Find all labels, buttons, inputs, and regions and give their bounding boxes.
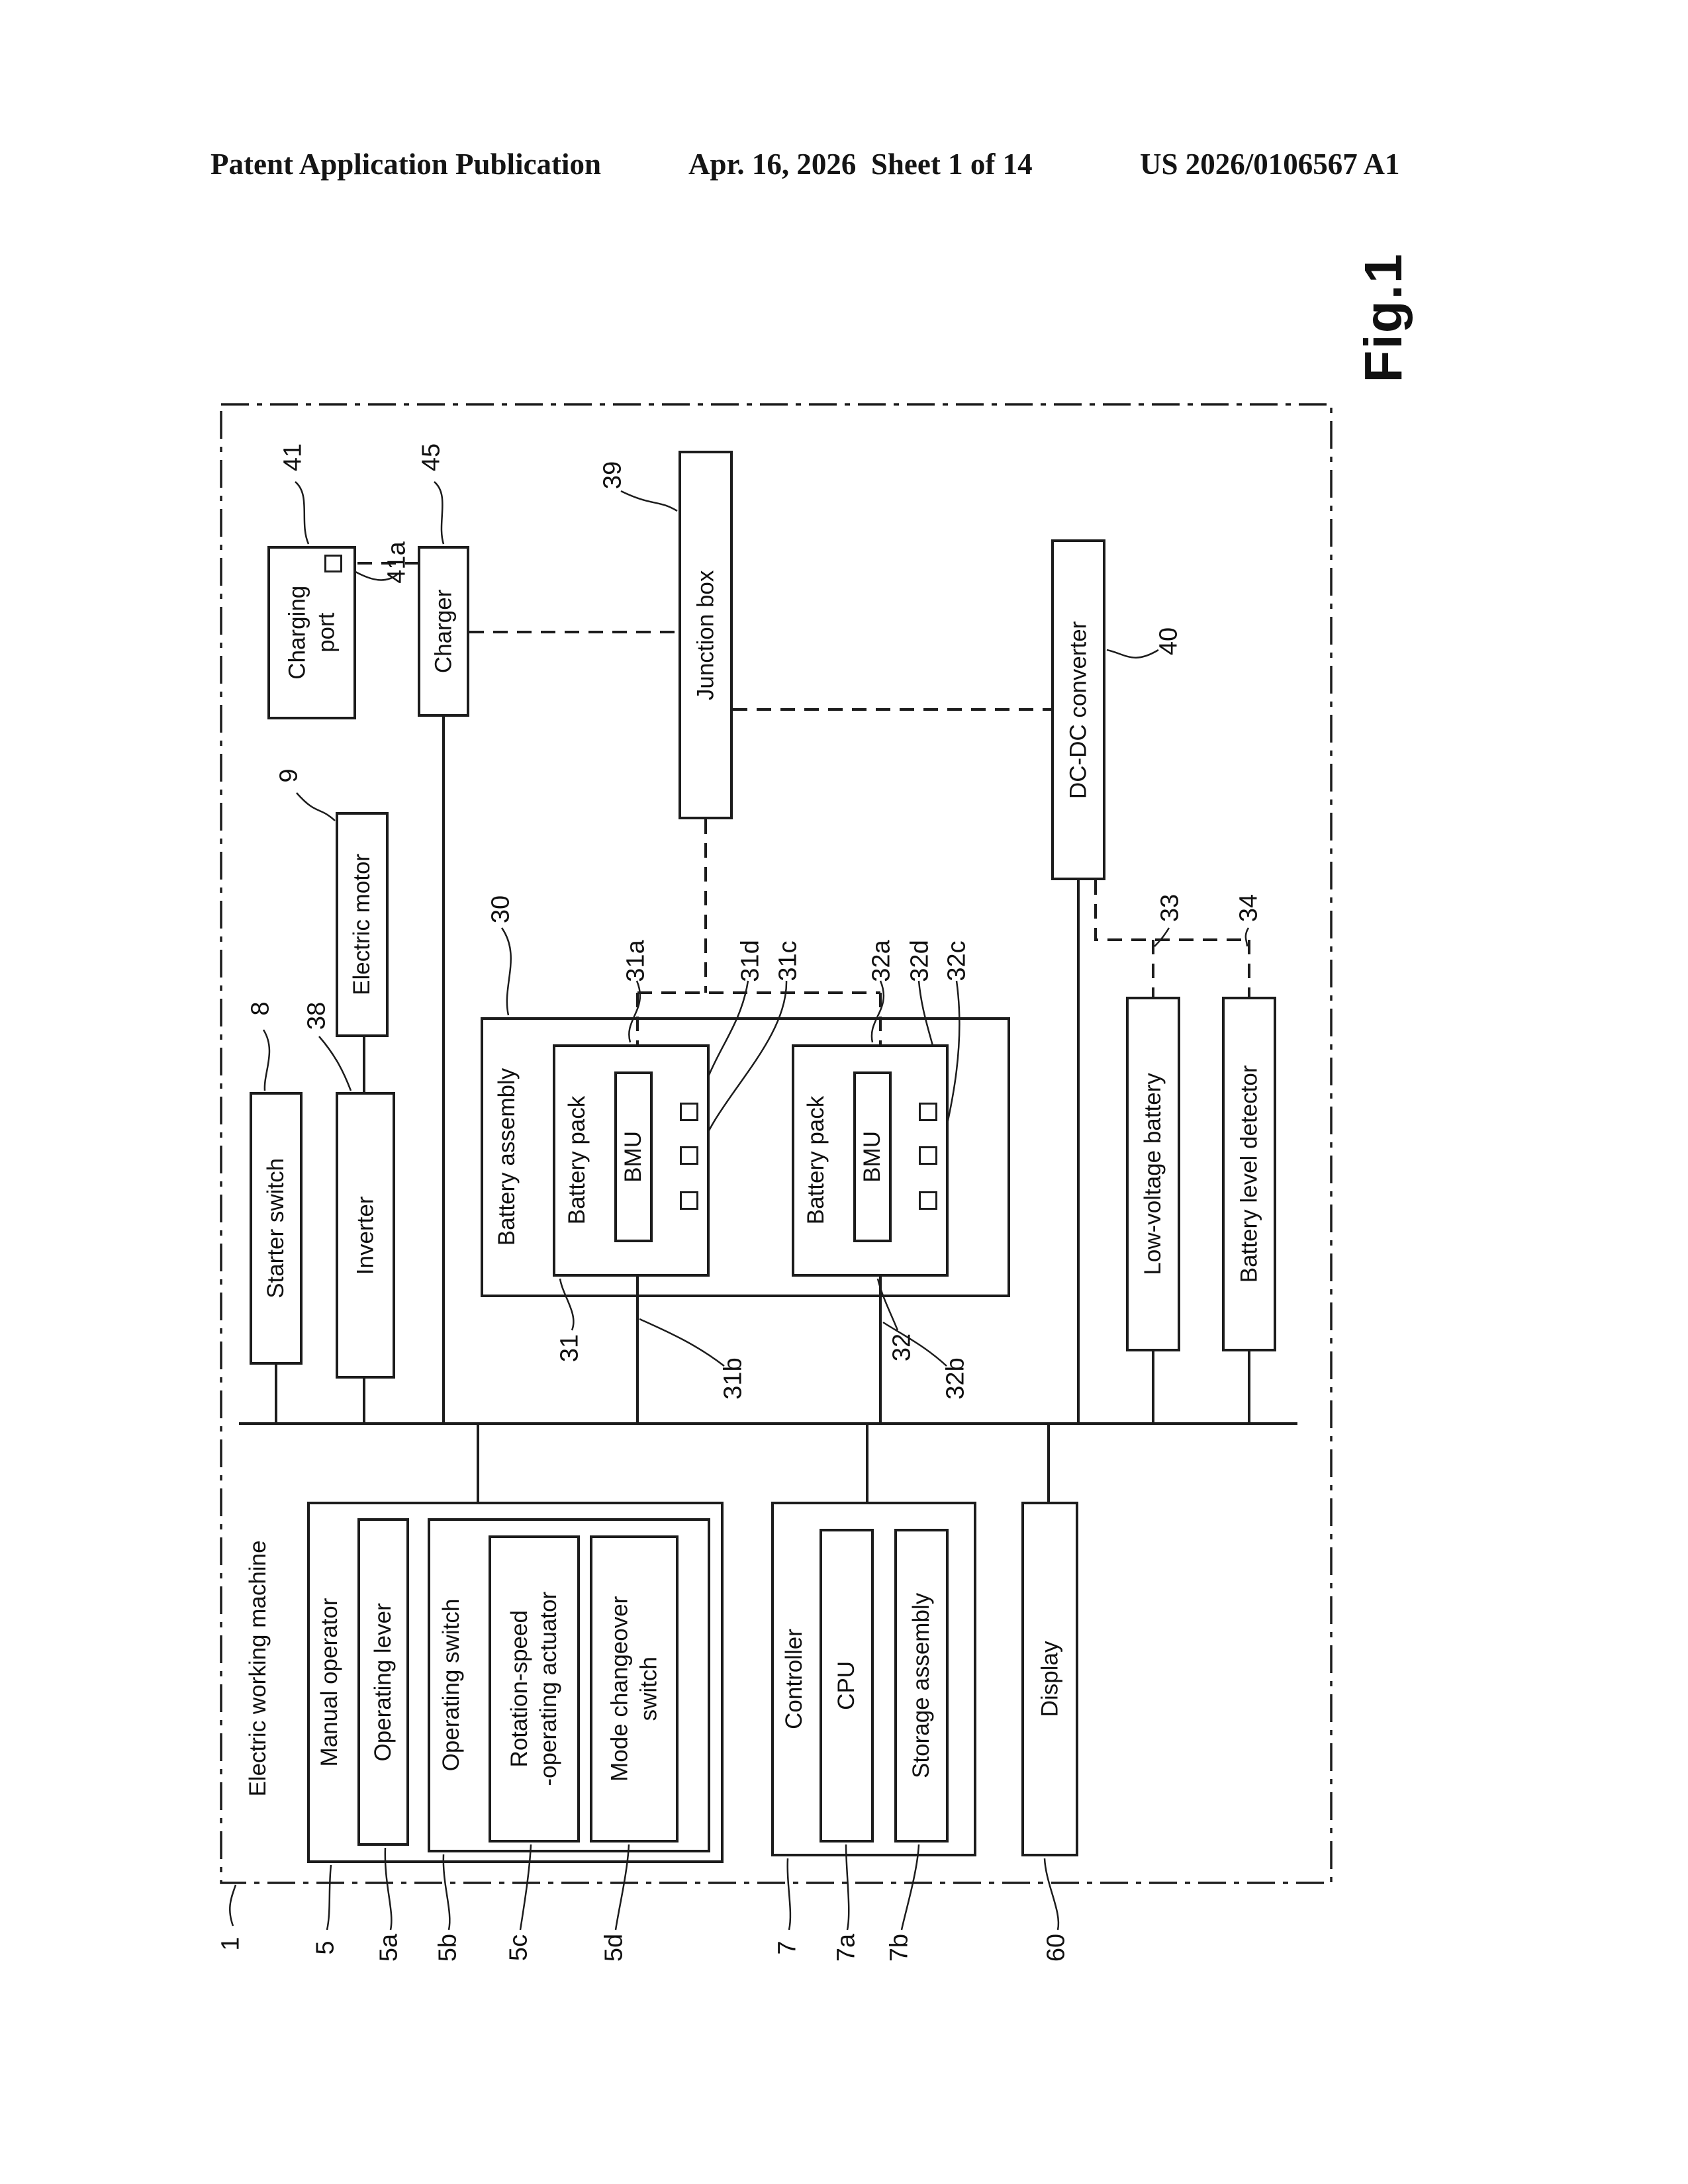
display-box: Display (1021, 1502, 1078, 1856)
ref-39: 39 (598, 461, 627, 490)
ref-32d: 32d (906, 940, 934, 982)
storage-assembly-box: Storage assembly (894, 1529, 949, 1843)
header-date-sheet: Apr. 16, 2026 Sheet 1 of 14 (688, 148, 1033, 181)
bmu1-connector-square-2 (680, 1146, 698, 1165)
operating-lever-box: Operating lever (357, 1518, 409, 1846)
ref-31a: 31a (622, 940, 650, 982)
rotation-speed-actuator-label: Rotation-speed -operating actuator (506, 1592, 562, 1786)
dashed-connectors (357, 562, 1250, 1044)
storage-assembly-label: Storage assembly (908, 1592, 935, 1779)
ref-41a: 41a (383, 541, 411, 584)
battery-level-detector-box: Battery level detector (1222, 997, 1276, 1351)
starter-switch-box: Starter switch (250, 1092, 303, 1365)
ref-7b: 7b (885, 1933, 914, 1962)
controller-box (771, 1502, 976, 1856)
ref-31c: 31c (774, 940, 802, 981)
rotation-speed-actuator-box: Rotation-speed -operating actuator (489, 1535, 580, 1843)
header-publication: Patent Application Publication (211, 148, 602, 181)
figure-caption: Fig.1 (1354, 252, 1413, 383)
dcdc-converter-box: DC-DC converter (1051, 539, 1105, 880)
junction-box-label: Junction box (692, 570, 719, 700)
charging-port-label: Charging port (284, 585, 340, 680)
charging-port-box: Charging port (267, 546, 356, 719)
ref-45: 45 (417, 443, 445, 472)
bmu1-connector-square-1 (680, 1103, 698, 1121)
battery-assembly-label: Battery assembly (494, 1068, 520, 1246)
operating-switch-box (428, 1518, 710, 1852)
operating-lever-label: Operating lever (370, 1602, 397, 1762)
manual-operator-box (307, 1502, 724, 1863)
ref-60: 60 (1042, 1933, 1070, 1962)
charging-port-connector-square (324, 555, 342, 572)
ref-8: 8 (246, 1001, 275, 1016)
inverter-box: Inverter (336, 1092, 395, 1379)
ref-38: 38 (303, 1001, 331, 1030)
charger-box: Charger (418, 546, 469, 717)
ref-32: 32 (888, 1333, 916, 1362)
ref-32b: 32b (941, 1357, 970, 1400)
ref-31b: 31b (719, 1357, 747, 1400)
ref-9: 9 (275, 768, 303, 783)
ref-34: 34 (1235, 893, 1263, 923)
mode-changeover-switch-label: Mode changeover switch (606, 1596, 662, 1782)
solid-connectors (239, 717, 1297, 1502)
ref-31: 31 (555, 1334, 584, 1363)
inverter-label: Inverter (352, 1196, 379, 1275)
header-publication-number: US 2026/0106567 A1 (1140, 148, 1400, 181)
junction-box: Junction box (679, 451, 733, 819)
bmu1-connector-square-3 (680, 1191, 698, 1210)
ref-7: 7 (773, 1940, 802, 1955)
operating-switch-label: Operating switch (438, 1598, 465, 1772)
machine-boundary (220, 403, 1333, 1884)
ref-41: 41 (279, 443, 307, 472)
dcdc-converter-label: DC-DC converter (1065, 621, 1092, 799)
ref-1: 1 (216, 1936, 245, 1951)
ref-33: 33 (1156, 893, 1184, 923)
bmu-1-box: BMU (614, 1071, 653, 1242)
ref-31d: 31d (736, 940, 765, 982)
low-voltage-battery-box: Low-voltage battery (1126, 997, 1180, 1351)
ref-5: 5 (311, 1940, 340, 1955)
bmu2-connector-square-2 (919, 1146, 937, 1165)
battery-pack-2-label: Battery pack (803, 1095, 829, 1225)
low-voltage-battery-label: Low-voltage battery (1140, 1073, 1166, 1275)
dcdc-lowvoltage-links (1094, 880, 1250, 997)
bmu2-connector-square-1 (919, 1103, 937, 1121)
battery-assembly-box (481, 1017, 1010, 1297)
ref-30: 30 (487, 895, 515, 924)
battery-level-detector-label: Battery level detector (1236, 1065, 1262, 1283)
battery-pack-1-label: Battery pack (564, 1095, 590, 1225)
bmu-1-label: BMU (620, 1131, 647, 1183)
bmu2-connector-square-3 (919, 1191, 937, 1210)
display-label: Display (1037, 1641, 1063, 1717)
starter-switch-label: Starter switch (263, 1158, 289, 1298)
manual-operator-label: Manual operator (316, 1598, 343, 1767)
ref-40: 40 (1154, 627, 1183, 656)
machine-boundary-label: Electric working machine (245, 1540, 271, 1797)
ref-7a: 7a (832, 1933, 861, 1962)
charger-label: Charger (430, 589, 457, 674)
ref-32a: 32a (867, 940, 896, 982)
bmu-2-box: BMU (853, 1071, 892, 1242)
ref-5c: 5c (504, 1934, 533, 1962)
ref-5b: 5b (434, 1933, 462, 1962)
bmu-2-label: BMU (859, 1131, 886, 1183)
ref-5a: 5a (375, 1933, 403, 1962)
mode-changeover-switch-box: Mode changeover switch (590, 1535, 679, 1843)
cpu-box: CPU (820, 1529, 874, 1843)
electric-motor-box: Electric motor (336, 812, 389, 1037)
cpu-label: CPU (833, 1661, 860, 1710)
ref-5d: 5d (600, 1933, 628, 1962)
controller-label: Controller (781, 1629, 808, 1729)
ref-32c: 32c (943, 940, 971, 981)
electric-motor-label: Electric motor (349, 854, 375, 995)
